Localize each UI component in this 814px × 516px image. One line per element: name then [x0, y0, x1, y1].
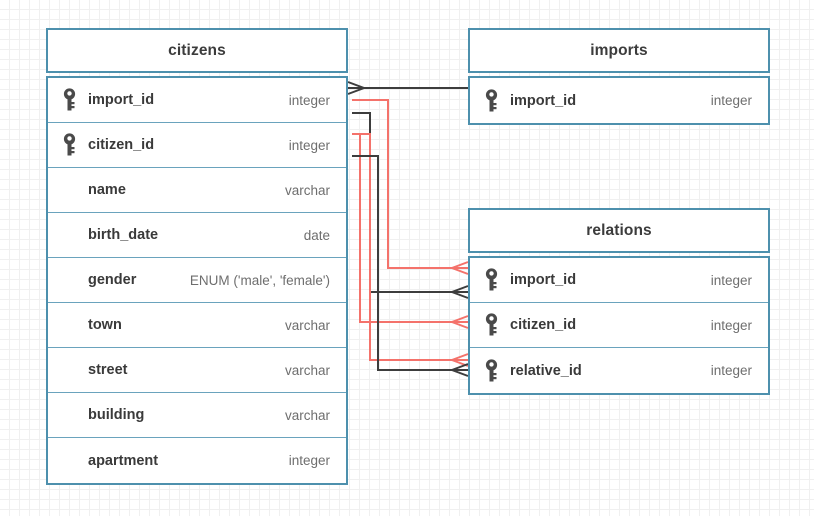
- column-name: apartment: [88, 452, 159, 469]
- column-row[interactable]: building varchar: [48, 393, 346, 438]
- entity-imports[interactable]: imports import_id integer: [468, 28, 770, 125]
- column-type: integer: [288, 137, 330, 153]
- relationship-citizens-relations-citizen[interactable]: [352, 133, 469, 367]
- key-icon-placeholder: [62, 268, 88, 292]
- column-row[interactable]: apartment integer: [48, 438, 346, 483]
- key-icon-placeholder: [62, 313, 88, 337]
- key-icon-placeholder: [62, 449, 88, 473]
- key-icon-placeholder: [62, 358, 88, 382]
- column-name: street: [88, 362, 128, 378]
- column-name: citizen_id: [88, 137, 155, 153]
- column-row[interactable]: import_id integer: [470, 258, 768, 303]
- column-name: citizen_id: [510, 317, 577, 333]
- column-name: building: [88, 407, 145, 423]
- column-row[interactable]: citizen_id integer: [470, 303, 768, 348]
- column-type: varchar: [284, 317, 330, 333]
- key-icon-placeholder: [62, 178, 88, 202]
- entity-relations-header[interactable]: relations: [468, 208, 770, 253]
- column-name: import_id: [88, 92, 155, 108]
- column-type: varchar: [284, 182, 330, 198]
- relationship-citizens-imports[interactable]: [347, 81, 468, 95]
- key-icon: [62, 88, 88, 112]
- entity-citizens-title: citizens: [168, 41, 226, 59]
- column-name: name: [88, 182, 126, 198]
- key-icon-placeholder: [62, 403, 88, 427]
- column-type: varchar: [284, 362, 330, 378]
- column-type: date: [303, 227, 330, 243]
- column-row[interactable]: gender ENUM ('male', 'female'): [48, 258, 346, 303]
- column-name: town: [88, 317, 122, 333]
- key-icon: [484, 358, 510, 383]
- column-name: gender: [88, 272, 137, 288]
- column-row[interactable]: import_id integer: [48, 78, 346, 123]
- column-type: integer: [288, 453, 330, 468]
- key-icon: [62, 133, 88, 157]
- column-row[interactable]: street varchar: [48, 348, 346, 393]
- entity-citizens[interactable]: citizens import_id integer: [46, 28, 348, 485]
- column-type: integer: [710, 363, 752, 378]
- key-icon-placeholder: [62, 223, 88, 247]
- entity-imports-columns: import_id integer: [468, 76, 770, 125]
- relationship-citizens-relations-relative[interactable]: [352, 155, 469, 377]
- column-type: integer: [710, 272, 752, 288]
- column-row[interactable]: citizen_id integer: [48, 123, 346, 168]
- relationship-citizens-relations-import[interactable]: [352, 99, 469, 275]
- column-name: relative_id: [510, 362, 582, 379]
- entity-citizens-columns: import_id integer citizen_id integer: [46, 76, 348, 485]
- key-icon: [484, 268, 510, 292]
- entity-imports-title: imports: [590, 41, 648, 59]
- entity-relations-columns: import_id integer citizen_id integer: [468, 256, 770, 395]
- column-type: integer: [710, 93, 752, 108]
- column-type: varchar: [284, 407, 330, 423]
- key-icon: [484, 88, 510, 113]
- entity-citizens-header[interactable]: citizens: [46, 28, 348, 73]
- entity-relations[interactable]: relations import_id integer: [468, 208, 770, 395]
- key-icon: [484, 313, 510, 337]
- column-row[interactable]: birth_date date: [48, 213, 346, 258]
- column-type: integer: [288, 92, 330, 108]
- column-name: birth_date: [88, 227, 159, 243]
- entity-imports-header[interactable]: imports: [468, 28, 770, 73]
- entity-relations-title: relations: [586, 221, 652, 239]
- column-name: import_id: [510, 92, 577, 109]
- column-type: ENUM ('male', 'female'): [189, 272, 330, 288]
- column-row[interactable]: relative_id integer: [470, 348, 768, 393]
- column-row[interactable]: name varchar: [48, 168, 346, 213]
- relationship-citizens-relations-import-2[interactable]: [352, 112, 469, 299]
- relationship-citizens-relations-citizen-path: [352, 133, 469, 329]
- column-name: import_id: [510, 272, 577, 288]
- column-row[interactable]: town varchar: [48, 303, 346, 348]
- column-type: integer: [710, 317, 752, 333]
- column-row[interactable]: import_id integer: [470, 78, 768, 123]
